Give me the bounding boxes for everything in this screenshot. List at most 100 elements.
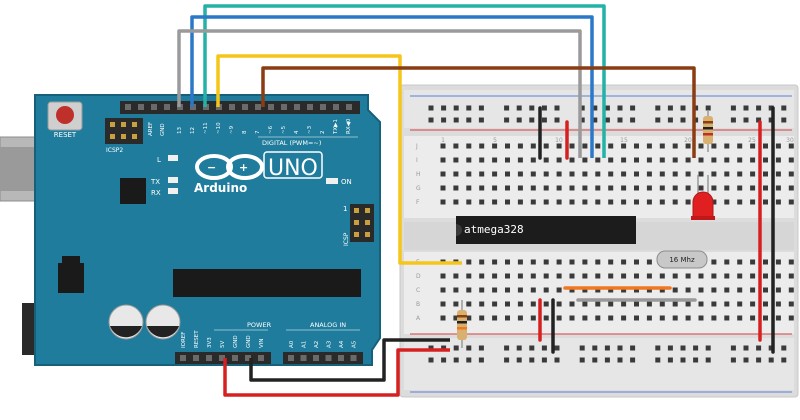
breadboard-hole xyxy=(646,315,652,321)
breadboard-hole xyxy=(530,315,536,321)
l-label: L xyxy=(157,156,161,164)
header-pin[interactable] xyxy=(151,104,157,110)
breadboard-hole xyxy=(505,157,510,163)
l-led xyxy=(168,155,178,161)
breadboard-hole xyxy=(685,143,691,149)
digital-pin-label: 8 xyxy=(242,130,248,134)
breadboard-hole xyxy=(543,185,549,191)
header-pin[interactable] xyxy=(138,104,144,110)
icsp2-label: ICSP2 xyxy=(106,147,123,154)
breadboard-hole xyxy=(634,287,639,293)
wires xyxy=(177,4,696,397)
breadboard-hole xyxy=(672,157,678,163)
digital-pin-label: TX▶1 xyxy=(333,119,339,135)
header-pin[interactable] xyxy=(333,104,339,110)
header-pin[interactable] xyxy=(281,104,287,110)
header-pin[interactable] xyxy=(268,104,274,110)
digital-pin-label: ~10 xyxy=(216,122,222,134)
breadboard-hole xyxy=(479,259,485,265)
atmega-chip-onboard xyxy=(173,269,361,297)
header-pin[interactable] xyxy=(180,355,186,361)
breadboard-hole xyxy=(672,273,678,279)
breadboard-hole xyxy=(569,301,575,307)
breadboard-hole xyxy=(530,157,536,163)
breadboard-hole xyxy=(659,171,665,177)
breadboard-hole xyxy=(530,259,536,265)
breadboard-hole xyxy=(453,287,459,293)
header-pin[interactable] xyxy=(325,355,332,361)
header-pin[interactable] xyxy=(206,355,212,361)
header-pin[interactable] xyxy=(338,355,344,361)
breadboard-hole xyxy=(646,143,652,149)
breadboard-hole xyxy=(440,199,446,205)
breadboard-hole xyxy=(505,315,510,321)
header-pin[interactable] xyxy=(320,104,326,110)
breadboard-hole xyxy=(554,105,560,111)
rx-led xyxy=(168,188,178,194)
breadboard-hole xyxy=(569,171,575,177)
header-pin[interactable] xyxy=(219,355,225,361)
breadboard-hole xyxy=(775,273,781,279)
breadboard-hole xyxy=(504,345,510,351)
breadboard-hole xyxy=(724,287,730,293)
breadboard-hole xyxy=(579,117,585,123)
breadboard-hole xyxy=(634,171,639,177)
header-pin[interactable] xyxy=(288,355,294,361)
breadboard-hole xyxy=(530,273,536,279)
breadboard-hole xyxy=(750,259,756,265)
breadboard-hole xyxy=(479,157,485,163)
digital-pin-label: ~9 xyxy=(229,125,235,134)
breadboard-jumpers xyxy=(538,106,775,354)
one-label: 1 xyxy=(343,205,347,213)
column-number: 10 xyxy=(555,137,563,144)
breadboard-hole xyxy=(737,301,743,307)
breadboard-hole xyxy=(492,273,498,279)
header-pin[interactable] xyxy=(242,104,248,110)
breadboard-hole xyxy=(750,273,756,279)
breadboard-hole xyxy=(743,117,749,123)
breadboard-hole xyxy=(685,273,691,279)
power-pin-label: RESET xyxy=(194,330,200,348)
header-pin[interactable] xyxy=(164,104,170,110)
breadboard-hole xyxy=(517,171,523,177)
breadboard-hole xyxy=(781,357,787,363)
breadboard-hole xyxy=(440,315,446,321)
analog-pin-label: A4 xyxy=(339,340,345,348)
breadboard-hole xyxy=(595,199,601,205)
header-pin[interactable] xyxy=(193,355,199,361)
breadboard-hole xyxy=(698,185,704,191)
header-pin[interactable] xyxy=(255,104,261,110)
breadboard-hole xyxy=(582,185,588,191)
breadboard-hole xyxy=(775,157,781,163)
power-label: POWER xyxy=(247,321,272,329)
header-pin[interactable] xyxy=(300,355,307,361)
breadboard-hole xyxy=(685,287,691,293)
header-pin[interactable] xyxy=(245,355,251,361)
breadboard-hole xyxy=(492,301,498,307)
breadboard-hole xyxy=(698,157,704,163)
header-pin[interactable] xyxy=(294,104,300,110)
header-pin[interactable] xyxy=(346,104,352,110)
header-pin[interactable] xyxy=(258,355,264,361)
breadboard-hole xyxy=(646,259,652,265)
breadboard-hole xyxy=(685,185,691,191)
header-pin[interactable] xyxy=(229,104,235,110)
power-pin-label: GND xyxy=(246,335,252,348)
breadboard-hole xyxy=(763,199,768,205)
header-pin[interactable] xyxy=(125,104,131,110)
breadboard-hole xyxy=(516,345,522,351)
breadboard-hole xyxy=(569,199,575,205)
breadboard-hole xyxy=(711,259,717,265)
breadboard-hole xyxy=(730,105,736,111)
header-pin[interactable] xyxy=(307,104,313,110)
header-pin[interactable] xyxy=(232,355,238,361)
breadboard-hole xyxy=(453,157,459,163)
breadboard-hole xyxy=(646,273,652,279)
reset-label: RESET xyxy=(54,131,77,139)
breadboard-hole xyxy=(711,185,717,191)
breadboard-hole xyxy=(711,273,717,279)
header-pin[interactable] xyxy=(313,355,319,361)
breadboard-hole xyxy=(608,287,614,293)
header-pin[interactable] xyxy=(350,355,357,361)
breadboard-hole xyxy=(737,273,743,279)
